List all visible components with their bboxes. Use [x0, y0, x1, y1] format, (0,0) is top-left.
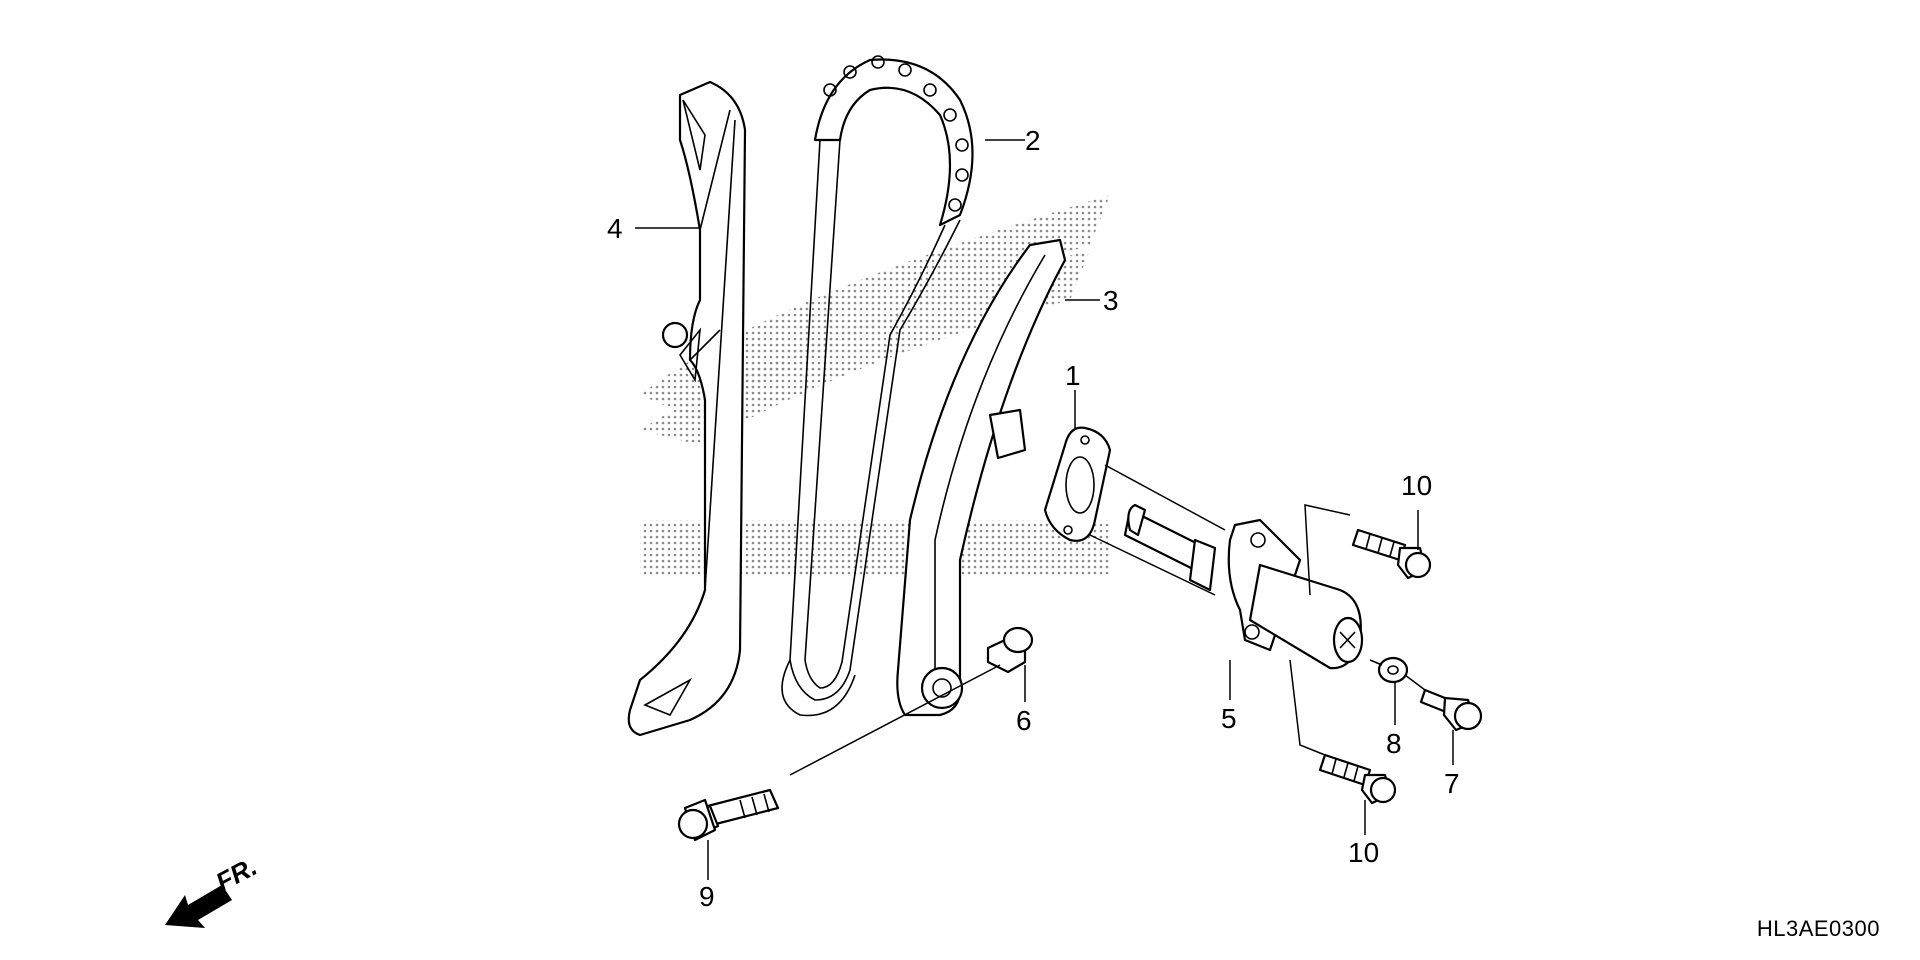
- callout-10-upper: 10: [1401, 470, 1432, 501]
- cam-chain-part: [781, 55, 974, 717]
- callout-7: 7: [1444, 768, 1460, 799]
- washer-part: [1377, 656, 1409, 684]
- tensioner-bolt-upper-part: [1351, 528, 1432, 580]
- callout-10-lower: 10: [1348, 837, 1379, 868]
- pivot-bolt-part: [677, 788, 780, 842]
- cam-chain-guide-part: [627, 80, 747, 737]
- diagram-code: HL3AE0300: [1756, 916, 1880, 941]
- front-direction-indicator: FR.: [165, 851, 262, 928]
- callout-2: 2: [1025, 125, 1041, 156]
- callout-4: 4: [607, 213, 623, 244]
- front-arrow-icon: [165, 885, 232, 928]
- callout-9: 9: [699, 881, 715, 912]
- callout-8: 8: [1386, 728, 1402, 759]
- callout-3: 3: [1103, 285, 1119, 316]
- tensioner-lifter-part: [1123, 503, 1364, 670]
- callout-1: 1: [1065, 360, 1081, 391]
- callout-5: 5: [1221, 703, 1237, 734]
- tensioner-slipper-part: [896, 238, 1067, 717]
- tensioner-bolt-lower-part: [1318, 753, 1397, 805]
- sealing-bolt-part: [1419, 688, 1483, 732]
- pivot-collar-part: [986, 626, 1034, 674]
- gasket-part: [1043, 426, 1112, 542]
- callout-6: 6: [1016, 705, 1032, 736]
- assembly-guide-lines: [789, 464, 1426, 776]
- callout-leaders: [635, 139, 1454, 880]
